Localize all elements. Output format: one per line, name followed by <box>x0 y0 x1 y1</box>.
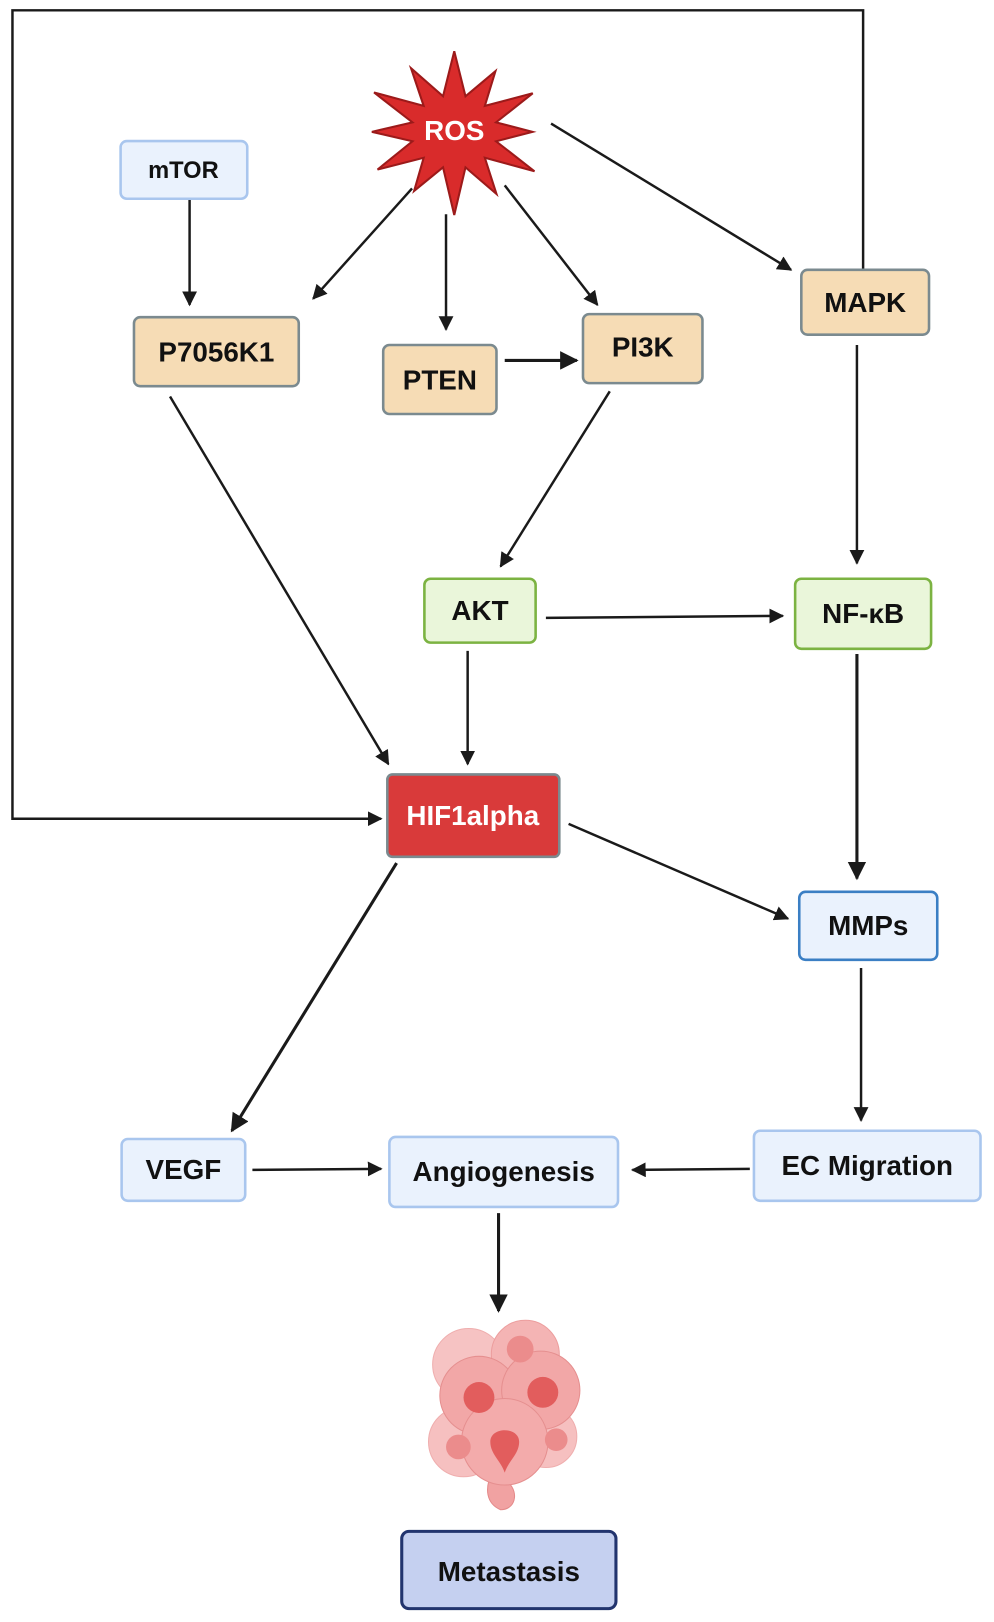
nfkb-label: NF-κB <box>822 598 904 629</box>
node-ec-migration: EC Migration <box>752 1129 982 1203</box>
arrow-akt-nfkb <box>545 608 785 624</box>
angiogenesis-label: Angiogenesis <box>413 1156 595 1187</box>
arrow-ec-angio <box>630 1162 750 1178</box>
pten-label: PTEN <box>403 364 477 395</box>
akt-label: AKT <box>451 595 508 626</box>
arrow-hif-mmps <box>568 822 790 921</box>
node-p70s6k1: P7056K1 <box>132 315 301 388</box>
arrow-ros-pi3k <box>503 184 599 307</box>
arrow-hif-vegf <box>230 862 398 1133</box>
ros-node: ROS <box>371 51 537 216</box>
arrow-ros-mapk <box>550 122 793 271</box>
arrow-vegf-angio <box>252 1161 383 1177</box>
node-akt: AKT <box>423 577 537 644</box>
node-mmps: MMPs <box>797 890 939 962</box>
ec-migration-label: EC Migration <box>782 1150 953 1181</box>
mtor-label: mTOR <box>148 158 219 184</box>
arrow-pi3k-akt <box>499 390 611 568</box>
pi3k-label: PI3K <box>612 331 674 362</box>
ros-label: ROS <box>424 115 484 146</box>
arrows <box>168 122 869 1313</box>
node-nfkb: NF-κB <box>793 577 933 651</box>
arrow-ros-p70s6k1 <box>312 187 413 300</box>
node-hif1alpha: HIF1alpha <box>386 773 561 859</box>
mapk-label: MAPK <box>824 287 906 318</box>
p70s6k1-label: P7056K1 <box>158 336 274 367</box>
node-metastasis: Metastasis <box>400 1529 618 1611</box>
node-mtor: mTOR <box>119 139 249 201</box>
mmps-label: MMPs <box>828 910 908 941</box>
feedback-loop-line <box>11 9 865 827</box>
node-vegf: VEGF <box>120 1137 247 1203</box>
node-angiogenesis: Angiogenesis <box>388 1135 620 1209</box>
hif1alpha-label: HIF1alpha <box>406 800 539 831</box>
starburst-icon <box>371 51 537 216</box>
metastasis-label: Metastasis <box>438 1556 580 1587</box>
cancer-cell-cluster-icon <box>428 1319 581 1511</box>
node-pten: PTEN <box>381 343 498 416</box>
node-pi3k: PI3K <box>581 312 704 385</box>
vegf-label: VEGF <box>146 1154 222 1185</box>
arrow-p70s6k1-hif <box>168 395 390 766</box>
node-mapk: MAPK <box>800 268 931 336</box>
